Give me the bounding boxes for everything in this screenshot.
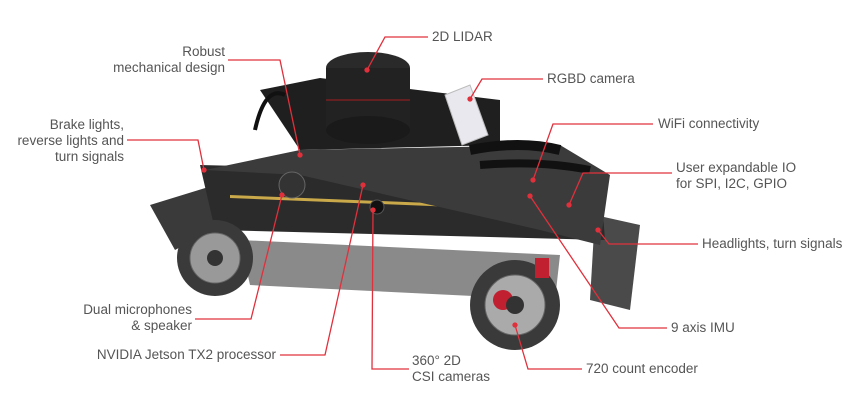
label-brake-lights: Brake lights, reverse lights and turn si… xyxy=(17,117,124,164)
mechanical-line xyxy=(228,59,301,156)
label-wifi-connectivity: WiFi connectivity xyxy=(658,116,760,131)
io-line xyxy=(568,172,672,206)
headlights-line xyxy=(597,229,698,245)
label-rgbd-camera: RGBD camera xyxy=(547,71,635,86)
encoder-line xyxy=(514,324,582,370)
label-csi-cameras: 360° 2D CSI cameras xyxy=(412,353,491,384)
csi-line xyxy=(371,209,409,370)
label-2d-lidar: 2D LIDAR xyxy=(432,29,493,44)
imu-line xyxy=(529,195,667,329)
jetson-line xyxy=(280,184,364,356)
label-robust-mechanical-design: Robust mechanical design xyxy=(113,44,225,75)
label-9-axis-imu: 9 axis IMU xyxy=(671,320,735,335)
brake-line xyxy=(127,139,205,171)
label-headlights: Headlights, turn signals xyxy=(702,236,843,251)
label-720-count-encoder: 720 count encoder xyxy=(586,361,698,376)
label-dual-microphones: Dual microphones & speaker xyxy=(83,302,192,333)
speaker xyxy=(278,171,306,199)
rgbd-camera xyxy=(444,84,489,146)
label-nvidia-jetson: NVIDIA Jetson TX2 processor xyxy=(96,347,276,362)
wifi-line xyxy=(532,123,653,181)
side-arm xyxy=(205,145,610,245)
rgbd-line xyxy=(469,78,543,100)
label-user-expandable-io: User expandable IO for SPI, I2C, GPIO xyxy=(676,160,797,191)
mic-line xyxy=(195,194,283,320)
lidar-line xyxy=(366,36,428,71)
